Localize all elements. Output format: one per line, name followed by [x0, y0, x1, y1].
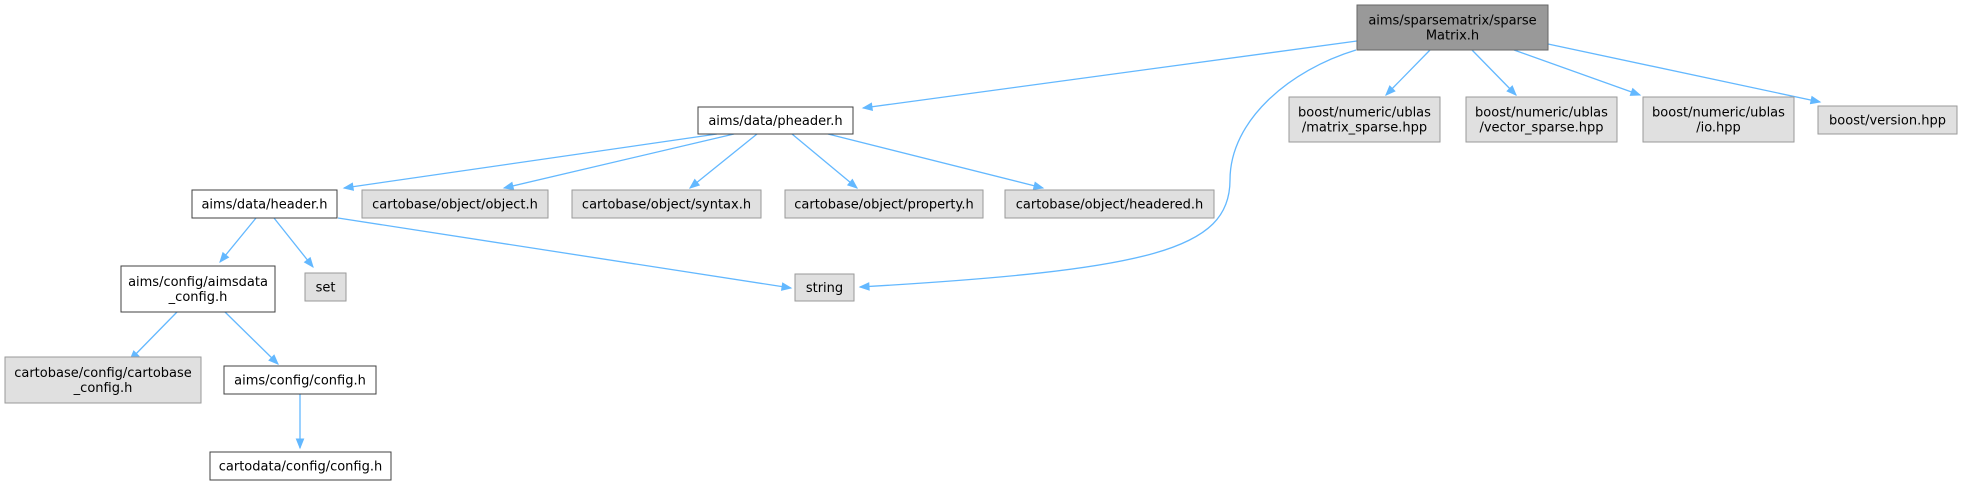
svg-text:cartobase/object/object.h: cartobase/object/object.h [372, 198, 538, 213]
node-label-line: cartobase/object/object.h [372, 198, 538, 213]
node-label-line: /vector_sparse.hpp [1479, 121, 1603, 136]
arrowhead-icon [1629, 87, 1642, 96]
svg-text:aims/data/header.h: aims/data/header.h [201, 198, 327, 213]
arrowhead-icon [342, 182, 355, 191]
node-label-line: _config.h [73, 381, 133, 396]
edge-header-to-string [337, 217, 792, 289]
arrowhead-icon [688, 178, 701, 189]
arrowhead-icon [303, 256, 314, 269]
arrowhead-icon [219, 251, 230, 264]
edge-pheader-to-syntax [689, 133, 758, 189]
svg-text:cartodata/config/config.h: cartodata/config/config.h [219, 460, 382, 475]
node-label-line: boost/numeric/ublas [1652, 106, 1785, 121]
node-boost-matrix-sparse: boost/numeric/ublas/matrix_sparse.hpp [1288, 96, 1441, 143]
node-set: set [304, 272, 347, 302]
svg-text:cartobase/config/cartobase_con: cartobase/config/cartobase_config.h [14, 366, 192, 396]
arrowhead-icon [858, 282, 870, 291]
node-label-line: /io.hpp [1696, 121, 1741, 136]
node-aims-data-header[interactable]: aims/data/header.h [191, 189, 338, 219]
node-aims-data-pheader[interactable]: aims/data/pheader.h [697, 106, 854, 135]
node-label-line: aims/data/pheader.h [708, 114, 842, 129]
node-cartodata-config[interactable]: cartodata/config/config.h [209, 451, 392, 481]
node-label-line: boost/numeric/ublas [1298, 106, 1431, 121]
node-boost-version: boost/version.hpp [1817, 105, 1958, 135]
node-aimsdata-config[interactable]: aims/config/aimsdata_config.h [120, 265, 276, 313]
edge-pheader-to-property [791, 133, 858, 189]
node-label-line: cartobase/config/cartobase [14, 366, 192, 381]
node-cartobase-syntax: cartobase/object/syntax.h [571, 189, 762, 219]
arrowhead-icon [1506, 85, 1517, 96]
node-label-line: cartobase/object/syntax.h [582, 198, 751, 213]
node-label-line: string [806, 281, 843, 296]
arrowhead-icon [846, 178, 859, 189]
svg-text:boost/numeric/ublas/vector_spa: boost/numeric/ublas/vector_sparse.hpp [1475, 106, 1608, 136]
edge-aimsdata-config-to-aims-config [224, 311, 279, 365]
node-label-line: aims/data/header.h [201, 198, 327, 213]
edge-pheader-to-header [343, 133, 718, 189]
edge-root-to-vector-sparse [1471, 49, 1517, 96]
arrowhead-icon [268, 354, 279, 365]
arrowhead-icon [295, 438, 305, 450]
node-label-line: boost/version.hpp [1829, 114, 1946, 129]
edge-root-to-io [1513, 49, 1641, 96]
node-cartobase-config: cartobase/config/cartobase_config.h [4, 356, 202, 404]
node-label-line: /matrix_sparse.hpp [1302, 121, 1427, 136]
node-label-line: boost/numeric/ublas [1475, 106, 1608, 121]
node-boost-vector-sparse: boost/numeric/ublas/vector_sparse.hpp [1465, 96, 1618, 143]
node-label-line: aims/config/aimsdata [128, 275, 268, 290]
arrowhead-icon [861, 102, 873, 112]
edge-root-to-string [859, 49, 1357, 288]
node-label-line: cartobase/object/headered.h [1016, 198, 1203, 213]
edge-header-to-set [273, 217, 314, 268]
svg-text:aims/config/aimsdata_config.h: aims/config/aimsdata_config.h [128, 275, 268, 305]
node-label-line: set [316, 281, 336, 296]
arrowhead-icon [1032, 181, 1045, 190]
node-label-line: aims/config/config.h [234, 374, 366, 389]
edge-root-to-matrix-sparse [1385, 49, 1431, 96]
svg-text:cartobase/object/headered.h: cartobase/object/headered.h [1016, 198, 1203, 213]
arrowhead-icon [502, 181, 515, 191]
edges-layer [129, 40, 1822, 450]
node-boost-io: boost/numeric/ublas/io.hpp [1642, 96, 1795, 143]
svg-text:string: string [806, 281, 843, 296]
svg-text:aims/config/config.h: aims/config/config.h [234, 374, 366, 389]
arrowhead-icon [1385, 85, 1396, 96]
svg-text:boost/numeric/ublas/matrix_spa: boost/numeric/ublas/matrix_sparse.hpp [1298, 106, 1431, 136]
svg-text:set: set [316, 281, 336, 296]
edge-aimsdata-config-to-cartobase-config [129, 311, 178, 361]
edge-root-to-version [1547, 43, 1821, 103]
svg-text:aims/data/pheader.h: aims/data/pheader.h [708, 114, 842, 129]
edge-pheader-to-object [503, 133, 735, 189]
node-cartobase-object: cartobase/object/object.h [361, 189, 549, 219]
node-label-line: cartodata/config/config.h [219, 460, 382, 475]
arrowhead-icon [1809, 95, 1822, 105]
node-label-line: aims/sparsematrix/sparse [1368, 14, 1536, 29]
node-label-line: _config.h [168, 290, 228, 305]
edge-root-to-pheader [862, 40, 1358, 109]
svg-text:cartobase/object/property.h: cartobase/object/property.h [794, 198, 974, 213]
node-label-line: cartobase/object/property.h [794, 198, 974, 213]
arrowhead-icon [780, 282, 793, 291]
edge-pheader-to-headered [827, 133, 1044, 189]
node-aims-config[interactable]: aims/config/config.h [223, 365, 377, 395]
node-string: string [794, 273, 855, 302]
svg-text:boost/version.hpp: boost/version.hpp [1829, 114, 1946, 129]
node-cartobase-headered: cartobase/object/headered.h [1004, 189, 1215, 219]
svg-text:boost/numeric/ublas/io.hpp: boost/numeric/ublas/io.hpp [1652, 106, 1785, 136]
svg-text:cartobase/object/syntax.h: cartobase/object/syntax.h [582, 198, 751, 213]
node-label-line: Matrix.h [1426, 29, 1479, 44]
node-cartobase-property: cartobase/object/property.h [784, 189, 984, 219]
